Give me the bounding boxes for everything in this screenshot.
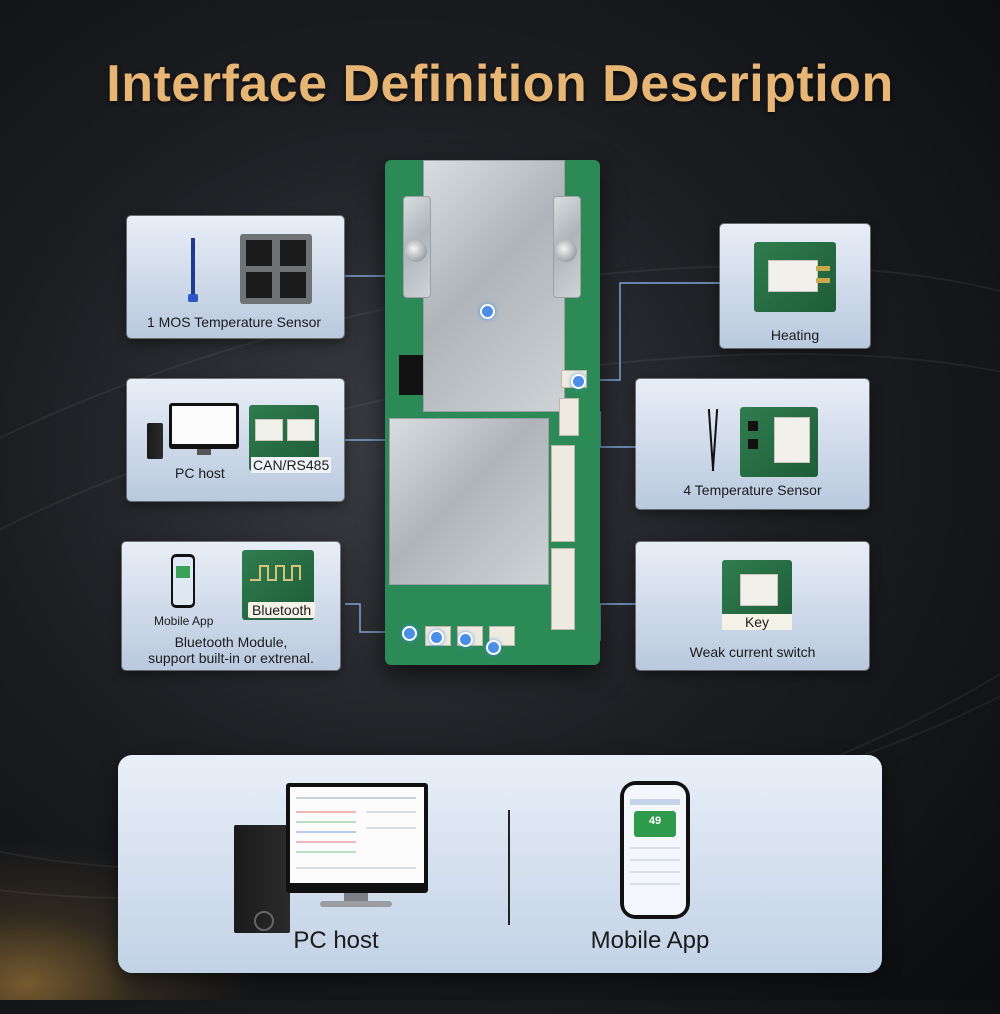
monitor-stand-icon [197, 449, 211, 455]
bluetooth-module-card: Mobile App Bluetooth Bluetooth Module, s… [122, 542, 340, 670]
top-heatsink-plate [423, 160, 565, 412]
heating-card: Heating [720, 224, 870, 348]
can-rs485-connector-strip [551, 445, 575, 542]
mobile-phone-icon [171, 554, 195, 608]
pc-tower-icon [234, 825, 290, 933]
mobile-app-label: Mobile App [154, 614, 214, 628]
bluetooth-module-line2: support built-in or extrenal. [148, 650, 314, 666]
mobile-phone-icon: 49 [620, 781, 690, 919]
terminal-screw-icon [555, 240, 577, 262]
mos-sensor-marker [480, 304, 495, 319]
key-marker [486, 640, 501, 655]
sensor-probe-tip-icon [188, 294, 198, 302]
mobile-app-caption: Mobile App [590, 927, 710, 954]
temperature-sensor-label: 4 Temperature Sensor [683, 482, 822, 498]
balance-connector-strip [551, 548, 575, 630]
bluetooth-module-line1: Bluetooth Module, [174, 634, 288, 650]
mobile-app-screen: 49 [624, 785, 686, 915]
panel-divider [508, 810, 510, 925]
pc-host-can-card: PC host CAN/RS485 [127, 379, 344, 501]
temperature-connector [559, 398, 579, 436]
pc-software-screen [290, 787, 424, 883]
temperature-sensor-card: 4 Temperature Sensor [636, 379, 869, 509]
bluetooth-marker [402, 626, 417, 641]
pc-tower-icon [147, 423, 163, 459]
connectivity-panel: PC host 49 Mobile App [118, 755, 882, 973]
chip-component [399, 355, 423, 395]
sensor-wire-icon [711, 409, 719, 471]
heating-connector-photo [754, 242, 836, 312]
terminal-screw-icon [405, 240, 427, 262]
port-marker [458, 632, 473, 647]
heating-marker [571, 374, 586, 389]
weak-current-switch-card: Key Weak current switch [636, 542, 869, 670]
temperature-port-photo [740, 407, 818, 477]
heating-label: Heating [770, 327, 820, 343]
pc-host-caption: PC host [293, 927, 379, 954]
bottom-heatsink-plate [389, 418, 549, 585]
pc-monitor-icon [286, 783, 428, 893]
sensor-probe-icon [191, 238, 195, 298]
monitor-base-icon [320, 901, 392, 907]
mos-chip-photo [240, 234, 312, 304]
mos-temperature-sensor-card: 1 MOS Temperature Sensor [127, 216, 344, 338]
bluetooth-label: Bluetooth [248, 602, 316, 618]
can-marker [429, 630, 444, 645]
monitor-stand-icon [344, 893, 368, 901]
bms-board [385, 160, 600, 665]
weak-current-switch-label: Weak current switch [689, 644, 816, 660]
key-label: Key [722, 614, 792, 630]
page-title: Interface Definition Description [106, 55, 894, 113]
pc-host-label: PC host [175, 465, 225, 481]
can-rs485-label: CAN/RS485 [251, 457, 332, 473]
battery-soc-reading: 49 [648, 815, 662, 827]
mos-sensor-label: 1 MOS Temperature Sensor [147, 314, 322, 330]
pc-monitor-icon [169, 403, 239, 449]
